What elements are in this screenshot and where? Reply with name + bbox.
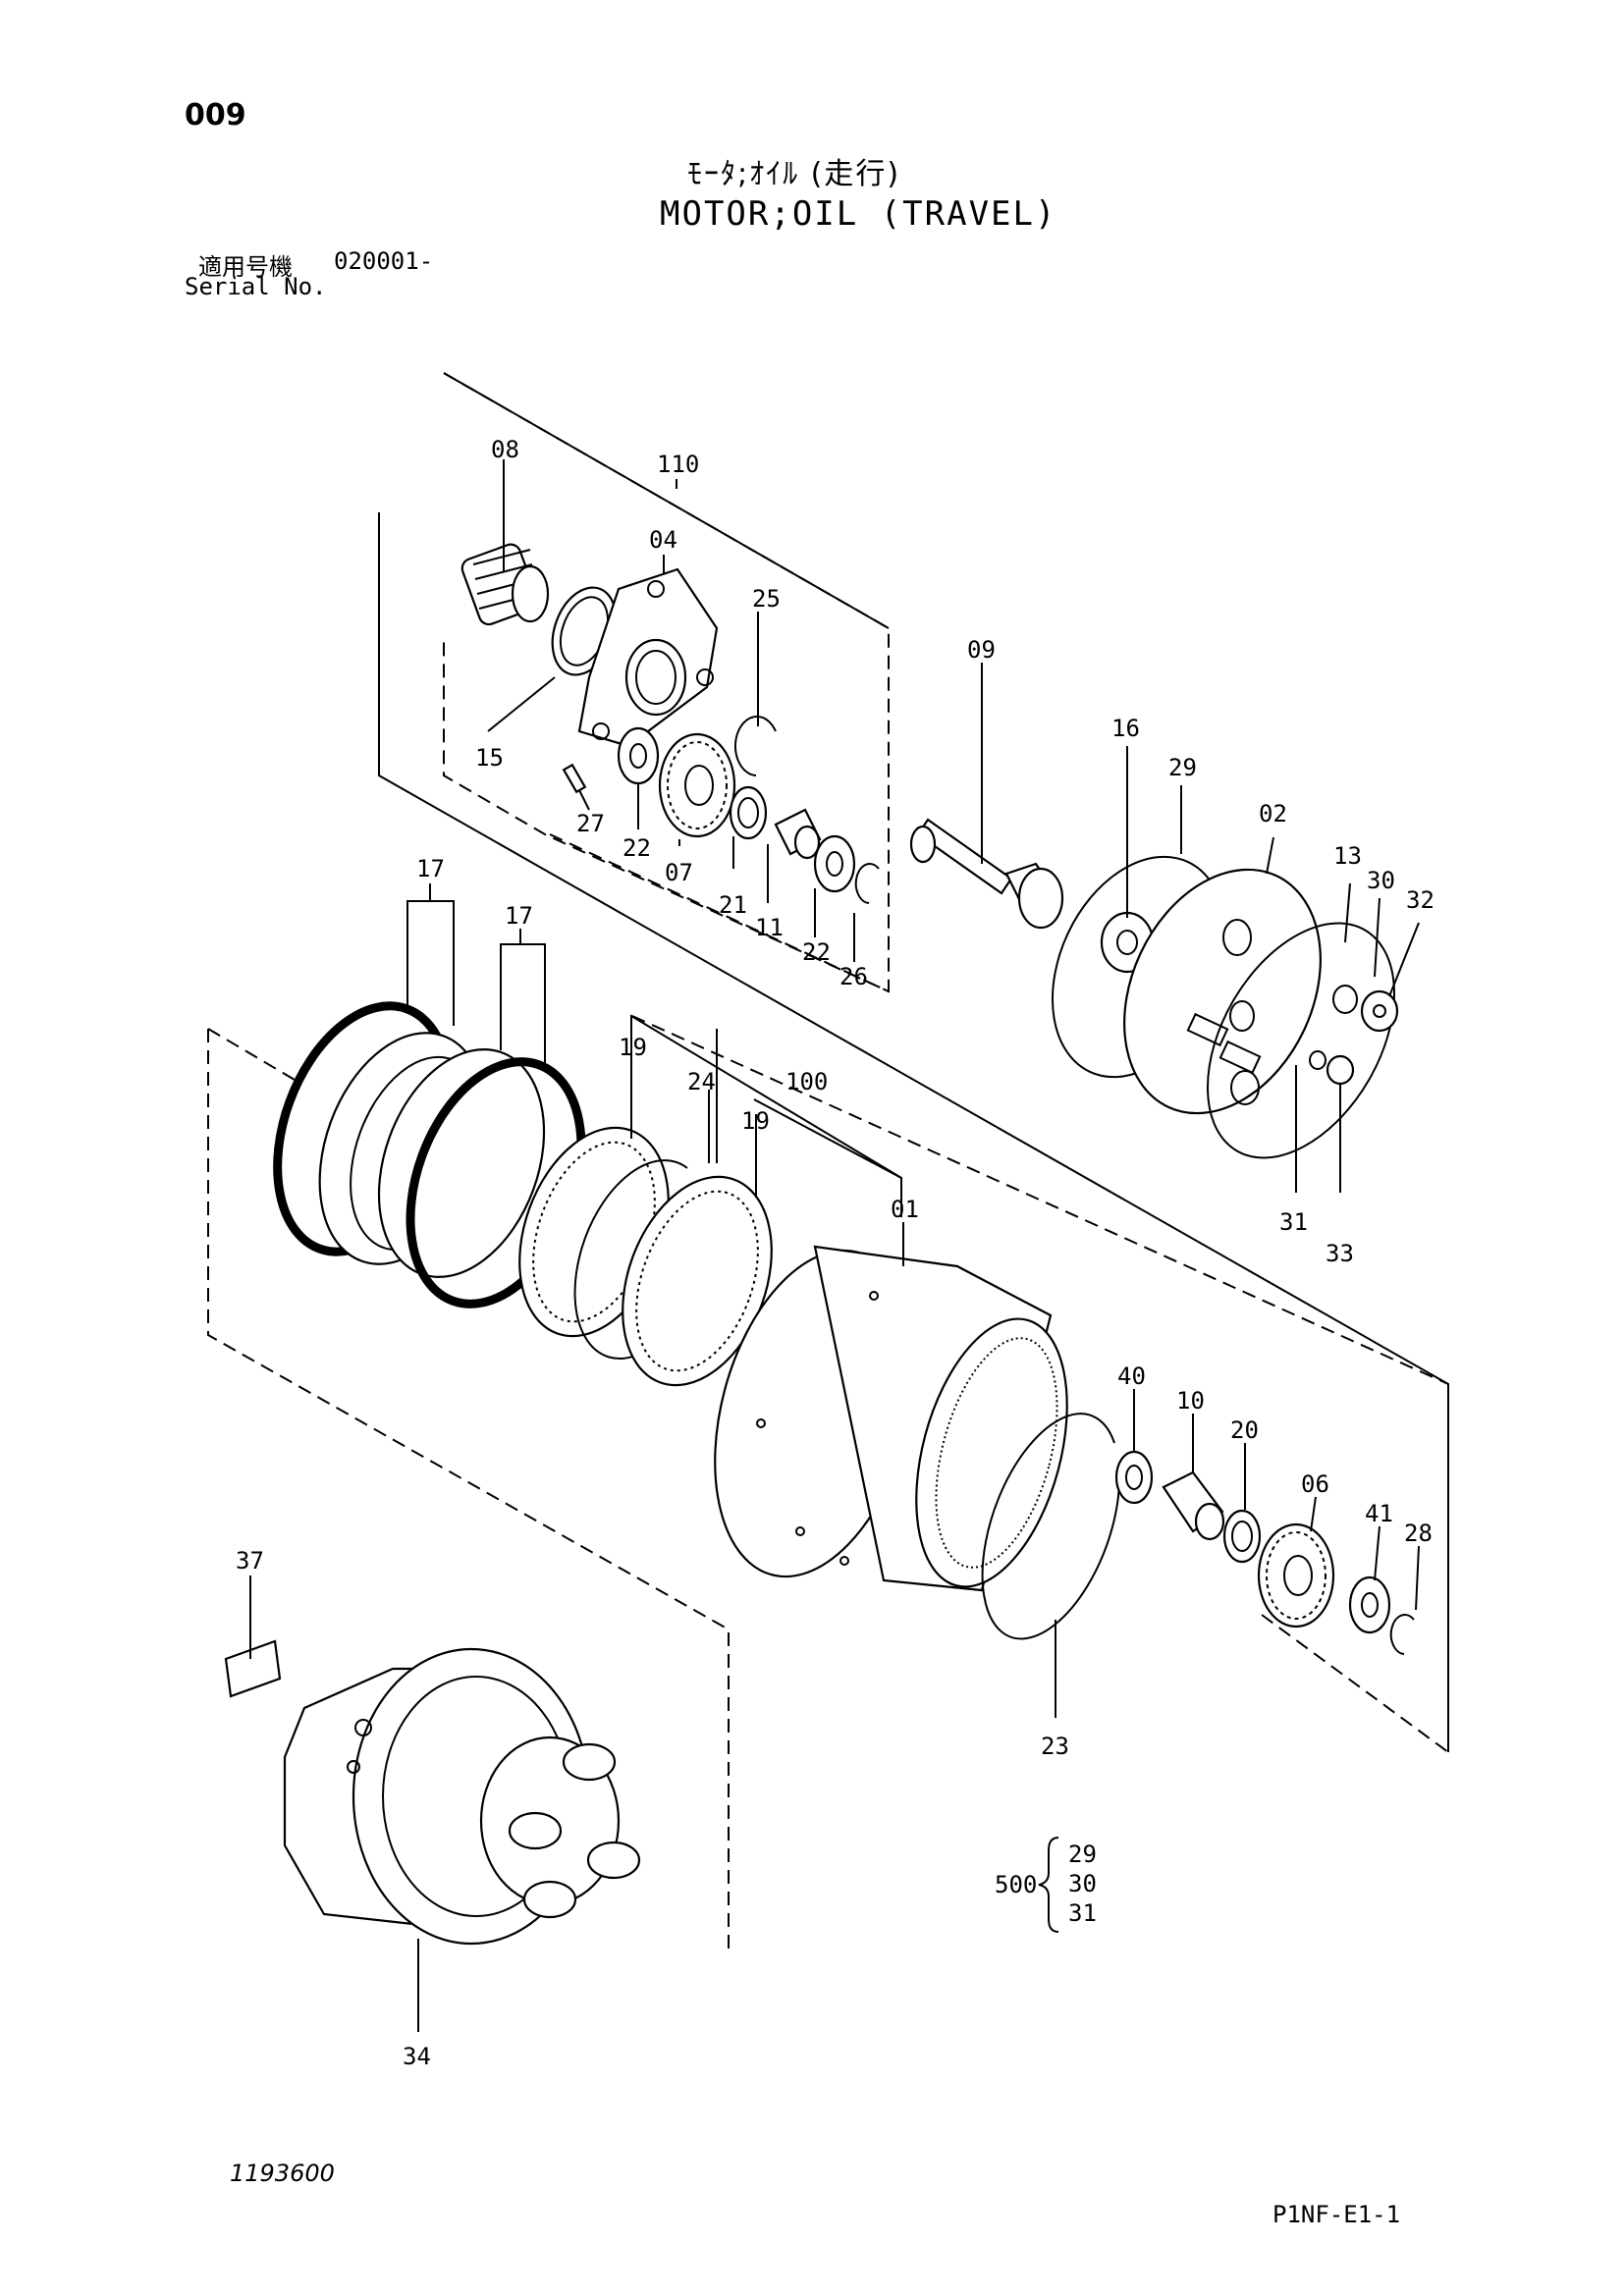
serial-label-english: Serial No. [185,273,327,300]
part-34-motor-assembly [283,1647,641,1946]
outer-frame-left-top [207,1028,296,1081]
title-english: MOTOR;OIL (TRAVEL) [660,194,1057,234]
page-code: P1NF-E1-1 [1272,2201,1401,2228]
part-label-40: 40 [1117,1362,1146,1390]
part-02-cover [1123,868,1322,1115]
part-13-gasket [1207,922,1395,1159]
kit-item-31: 31 [1068,1899,1097,1927]
part-label-26: 26 [839,963,868,990]
serial-value: 020001- [334,247,434,275]
part-28-snap-ring [1389,1614,1415,1655]
part-26-snap-ring [854,863,880,904]
outer-frame-upper [378,512,1449,1752]
outer-frame-left [207,1029,730,1953]
leader-lines [249,459,1420,2032]
part-20-needle-bearing [1222,1509,1262,1564]
part-label-31: 31 [1279,1208,1308,1236]
part-label-25: 25 [752,585,781,613]
part-label-17-left: 17 [416,855,445,882]
part-40-washer [1114,1450,1154,1505]
part-label-08: 08 [491,436,519,463]
part-label-02: 02 [1259,800,1287,828]
part-label-28: 28 [1404,1520,1433,1547]
part-label-15: 15 [475,744,504,772]
part-08-pinion-gear [460,543,550,626]
part-33-plug [1326,1054,1355,1086]
title-japanese: ﾓｰﾀ;ｵｲﾙ (走行) [687,157,901,191]
part-label-30: 30 [1367,867,1395,894]
part-25-snap-ring [733,716,777,776]
part-22-washer-right [813,834,856,893]
part-label-24: 24 [687,1068,716,1095]
part-label-23: 23 [1041,1733,1069,1760]
part-label-22-left: 22 [623,834,651,862]
part-label-19-left: 19 [619,1034,647,1061]
part-label-13: 13 [1333,842,1362,870]
part-label-29: 29 [1168,754,1197,781]
part-06-gear [1257,1522,1335,1629]
part-32-plug [1360,989,1399,1033]
part-04-carrier-plate [577,567,719,748]
part-41-washer [1348,1575,1391,1634]
part-label-16: 16 [1111,715,1140,742]
kit-number: 500 [995,1871,1037,1898]
part-22-washer-left [617,726,660,785]
outer-frame-right-bottom [1261,1614,1449,1753]
serial-label-japanese: 適用号機 [198,253,293,281]
outer-frame-right [631,1015,1449,1385]
part-label-27: 27 [576,810,605,837]
part-label-09: 09 [967,636,996,664]
part-label-10: 10 [1176,1387,1205,1415]
part-label-01: 01 [891,1196,919,1223]
part-label-21: 21 [719,891,747,919]
part-label-41: 41 [1365,1500,1393,1527]
part-label-110: 110 [657,451,699,478]
part-label-100: 100 [785,1068,828,1095]
part-19-bearing-right [622,1175,773,1387]
kit-item-30: 30 [1068,1870,1097,1897]
part-label-04: 04 [649,526,677,554]
kit-brace [1038,1837,1059,1933]
part-label-17-right: 17 [505,902,533,930]
part-label-37: 37 [236,1547,264,1575]
subassembly-110-frame-bottom [549,833,890,992]
part-label-34: 34 [403,2043,431,2070]
page-number: 009 [185,98,246,133]
drawing-number: 1193600 [230,2160,335,2187]
part-label-32: 32 [1406,886,1435,914]
part-label-06: 06 [1301,1470,1329,1498]
part-37-name-plate [224,1639,282,1698]
bracket-lines [406,372,902,1217]
part-label-22-right: 22 [802,938,831,966]
part-27-pin [562,763,587,794]
part-24-snap-ring [573,1159,688,1360]
part-01-housing [714,1245,1068,1592]
kit-item-29: 29 [1068,1841,1097,1868]
part-label-33: 33 [1326,1240,1354,1267]
part-label-20: 20 [1230,1416,1259,1444]
part-10-shaft [1162,1470,1225,1541]
part-09-output-shaft [909,818,1064,930]
part-30-o-ring [1332,985,1358,1014]
part-07-planetary-gear [658,732,736,838]
subassembly-110-frame [443,372,890,993]
part-11-shaft [774,808,822,860]
part-label-07: 07 [665,859,693,886]
part-31-o-ring [1309,1050,1326,1070]
part-23-retaining-ring [981,1413,1121,1640]
part-label-19-right: 19 [741,1107,770,1135]
part-label-11: 11 [755,914,784,941]
part-21-needle-bearing [729,785,768,840]
